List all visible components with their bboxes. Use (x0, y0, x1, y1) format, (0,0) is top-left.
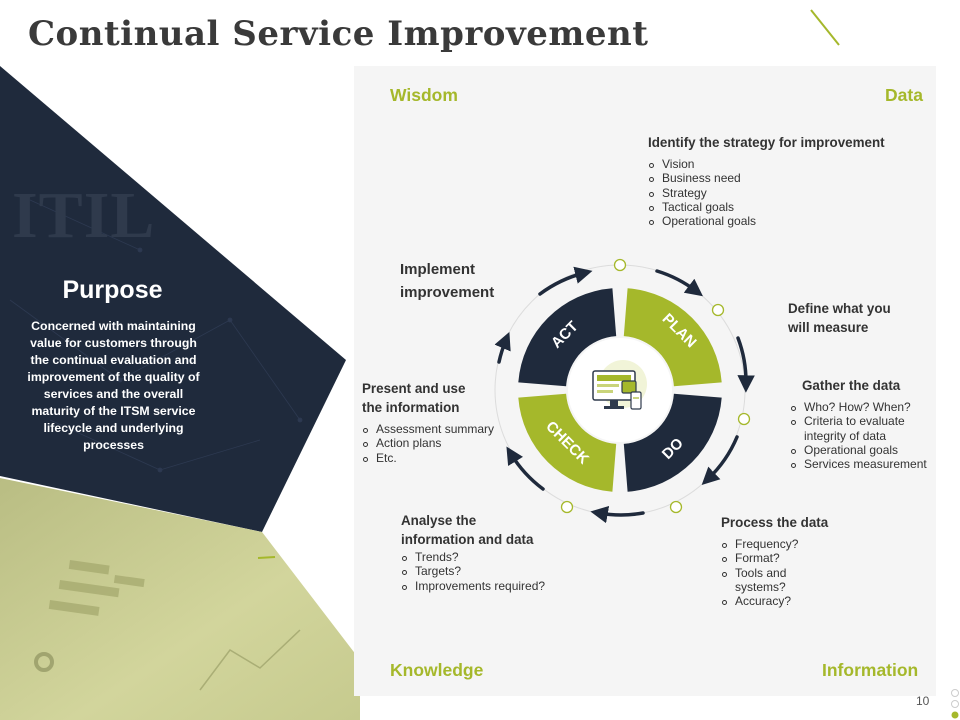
define-measure-block: Define what you will measure (788, 299, 928, 337)
present-list: Assessment summary Action plans Etc. (362, 422, 512, 465)
identify-strategy-list: Vision Business need Strategy Tactical g… (648, 157, 928, 228)
analyse-title-line1: Analyse the (401, 513, 477, 528)
list-item: Strategy (648, 186, 928, 200)
list-item: Tools and systems? (721, 566, 815, 595)
arrow-3 (701, 435, 739, 486)
corner-information: Information (822, 660, 919, 680)
page-title: Continual Service Improvement (28, 14, 649, 54)
define-measure-title-line2: will measure (788, 320, 869, 335)
process-data-list: Frequency? Format? Tools and systems? Ac… (721, 537, 861, 608)
implement-title-line2: improvement (400, 284, 495, 301)
gather-data-title: Gather the data (802, 378, 901, 393)
do-segment (623, 393, 722, 492)
present-title-line2: the information (362, 400, 460, 415)
corner-data: Data (885, 85, 923, 105)
arrow-4 (590, 505, 645, 524)
purpose-description: Concerned with maintaining value for cus… (27, 319, 200, 452)
list-item: Frequency? (721, 537, 861, 551)
arrow-1 (655, 269, 703, 297)
list-item: Etc. (362, 451, 512, 465)
purpose-heading: Purpose (62, 276, 163, 304)
list-item: Trends? (401, 550, 601, 564)
list-item: Vision (648, 157, 928, 171)
act-segment (518, 288, 617, 387)
arrow-5 (506, 446, 545, 491)
corner-wisdom: Wisdom (390, 85, 458, 105)
list-item: Accuracy? (721, 594, 861, 608)
list-item: Tactical goals (648, 200, 928, 214)
corner-knowledge: Knowledge (390, 660, 484, 680)
list-item: Action plans (362, 436, 512, 450)
list-item: Operational goals (790, 443, 935, 457)
list-item: Assessment summary (362, 422, 512, 436)
list-item: Business need (648, 171, 928, 185)
arrow-7 (538, 266, 593, 296)
navy-diamond-shape (0, 66, 346, 532)
analyse-title-line2: information and data (401, 532, 534, 547)
identify-strategy-block: Identify the strategy for improvement Vi… (648, 133, 928, 228)
identify-strategy-title: Identify the strategy for improvement (648, 135, 885, 150)
plan-segment (623, 288, 722, 387)
paper-chart-decoration (34, 559, 301, 691)
cycle-nodes (560, 258, 751, 514)
cycle-arrows (494, 266, 755, 524)
implement-title-line1: Implement (400, 261, 476, 278)
present-title-line1: Present and use (362, 381, 466, 396)
list-item: Operational goals (648, 214, 928, 228)
gather-data-block: Gather the data Who? How? When? Criteria… (790, 376, 935, 471)
computer-monitor-icon (592, 360, 647, 410)
left-background (0, 66, 360, 720)
page-number: 10 (916, 694, 930, 708)
list-item: Format? (721, 551, 861, 565)
list-item: Improvements required? (401, 579, 601, 593)
list-item: Services measurement (790, 457, 935, 471)
analyse-list: Trends? Targets? Improvements required? (401, 550, 601, 593)
accent-line-decoration (810, 9, 840, 46)
check-segment (518, 393, 617, 492)
implement-block: Implement improvement (400, 258, 530, 304)
itil-watermark: ITIL (12, 179, 156, 252)
arrow-2 (736, 336, 755, 393)
arrow-6 (494, 331, 511, 364)
list-item: Criteria to evaluate integrity of data (790, 414, 914, 443)
list-item: Who? How? When? (790, 400, 935, 414)
process-data-title: Process the data (721, 515, 829, 530)
present-block: Present and use the information Assessme… (362, 379, 512, 465)
list-item: Targets? (401, 564, 601, 578)
define-measure-title-line1: Define what you (788, 301, 891, 316)
analyse-block: Analyse the information and data Trends?… (401, 511, 601, 593)
network-lines-decoration (9, 199, 303, 473)
process-data-block: Process the data Frequency? Format? Tool… (721, 513, 861, 608)
slide-pager-dots (951, 689, 959, 719)
gather-data-list: Who? How? When? Criteria to evaluate int… (790, 400, 935, 471)
pdca-cycle-diagram: PLAN DO CHECK ACT (494, 258, 755, 524)
